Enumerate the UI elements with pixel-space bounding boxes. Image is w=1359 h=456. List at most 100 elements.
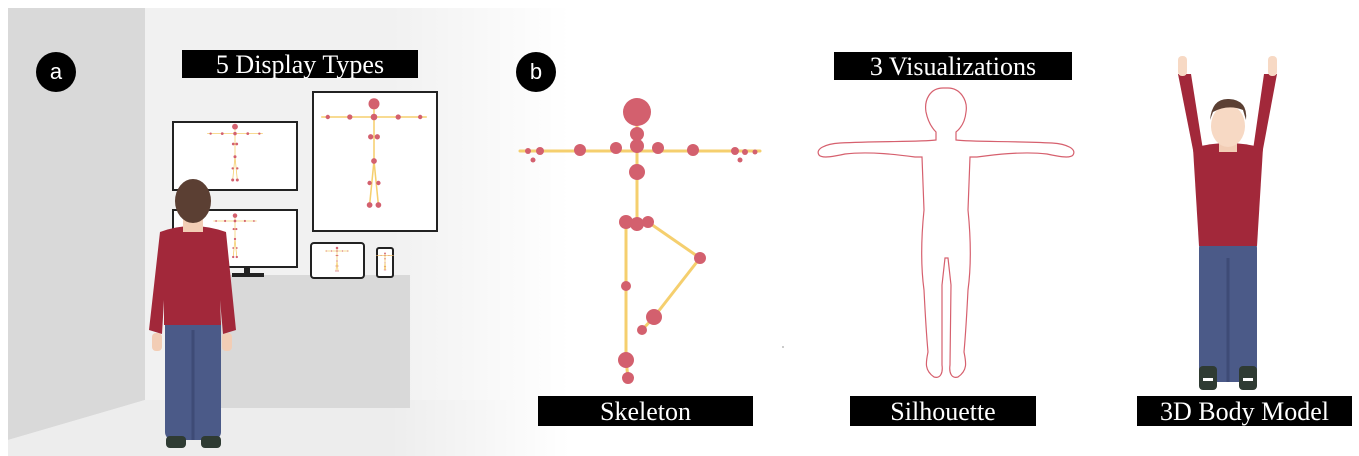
hand-left	[152, 333, 162, 351]
mini-joint	[325, 114, 330, 120]
skeleton-joint	[610, 142, 622, 154]
mini-joint	[233, 219, 237, 223]
skeleton-joint	[652, 142, 664, 154]
model-hand-left	[1178, 56, 1187, 76]
silhouette-outline	[817, 87, 1075, 378]
skeleton-joint	[687, 144, 699, 156]
mini-joint	[232, 247, 235, 249]
model-hand-right	[1268, 56, 1277, 76]
mini-joint	[235, 142, 239, 146]
mini-joint	[383, 266, 385, 267]
panel-a-badge: a	[36, 52, 76, 92]
mini-joint	[347, 114, 353, 120]
mini-joint	[384, 252, 386, 255]
model-shirt	[1193, 143, 1263, 246]
mini-joint	[337, 265, 339, 267]
skeleton-joint	[621, 281, 631, 291]
mini-joint	[385, 269, 387, 271]
skeleton-joint	[619, 215, 633, 229]
shoe-left	[166, 436, 186, 448]
tablet	[310, 242, 365, 279]
mini-joint	[231, 167, 234, 170]
mini-joint	[368, 134, 374, 140]
mini-joint	[336, 260, 338, 262]
mini-joint	[246, 132, 250, 135]
monitor-stand	[244, 267, 250, 275]
mini-joint	[335, 270, 337, 272]
mini-joint	[335, 246, 339, 250]
mini-joint	[232, 123, 238, 130]
mini-joint	[330, 250, 333, 252]
mini-joint	[232, 213, 238, 218]
mini-joint	[232, 228, 235, 231]
skeleton-joint	[629, 164, 645, 180]
display-types-title: 5 Display Types	[182, 50, 418, 79]
mini-joint	[233, 131, 237, 136]
skeleton-joint	[742, 149, 748, 155]
side-wall	[8, 8, 145, 440]
mini-joint	[335, 265, 337, 267]
model-hair	[1210, 98, 1247, 120]
mini-bone	[234, 156, 238, 181]
screen-skeletons	[207, 98, 427, 272]
model-face	[1211, 105, 1245, 147]
mini-joint	[224, 219, 227, 223]
skeleton-joint	[646, 309, 662, 325]
skeleton-joint	[737, 157, 743, 163]
mini-joint	[231, 142, 235, 146]
mini-joint	[220, 132, 224, 135]
skeleton-label: Skeleton	[538, 396, 753, 426]
person-shirt	[149, 226, 236, 334]
skeleton-joint	[630, 139, 644, 153]
mini-joint	[347, 250, 348, 252]
mini-joint	[258, 132, 261, 135]
mini-joint	[236, 167, 239, 170]
silhouette-visualization	[817, 87, 1075, 378]
screen-1-skeleton	[207, 123, 263, 182]
mini-bone	[232, 238, 236, 258]
shoe-right	[201, 436, 221, 448]
mini-joint	[370, 113, 378, 121]
mini-bone	[384, 262, 387, 271]
mini-joint	[368, 98, 380, 110]
mini-joint	[232, 255, 235, 259]
mini-joint	[384, 258, 385, 260]
visualizations-title: 3 Visualizations	[834, 52, 1072, 81]
mini-joint	[233, 237, 237, 241]
mini-joint	[383, 269, 385, 271]
model-arm-right	[1253, 74, 1277, 160]
hand-right	[222, 333, 232, 351]
mini-joint	[335, 254, 337, 257]
mini-joint	[395, 114, 401, 120]
mini-joint	[418, 114, 423, 120]
stray-dot	[782, 346, 784, 348]
mini-joint	[253, 220, 255, 222]
skeleton-joint	[752, 149, 758, 155]
mini-joint	[337, 270, 339, 272]
tablet-skeleton	[325, 246, 349, 272]
mini-joint	[377, 255, 378, 256]
mini-joint	[233, 155, 237, 159]
room-scene	[8, 8, 570, 456]
screen-2-skeleton	[213, 213, 257, 259]
silhouette-label: Silhouette	[850, 396, 1036, 426]
skeleton-joint	[630, 127, 644, 141]
body-model-label: 3D Body Model	[1137, 396, 1352, 426]
mini-joint	[235, 178, 239, 182]
mini-joint	[231, 178, 235, 182]
body-model-visualization	[1178, 56, 1277, 390]
mini-joint	[371, 158, 377, 164]
skeleton-joint	[731, 147, 739, 155]
mini-joint	[366, 202, 373, 208]
model-shoe-stripe-left	[1203, 378, 1213, 381]
mini-joint	[375, 202, 382, 208]
mini-joint	[243, 219, 246, 223]
skeleton-joint	[623, 98, 651, 126]
desk	[200, 275, 410, 408]
mini-joint	[380, 255, 382, 257]
person-head	[175, 179, 211, 223]
mini-joint	[385, 266, 387, 267]
skeleton-joint	[618, 352, 634, 368]
skeleton-joint	[630, 217, 644, 231]
